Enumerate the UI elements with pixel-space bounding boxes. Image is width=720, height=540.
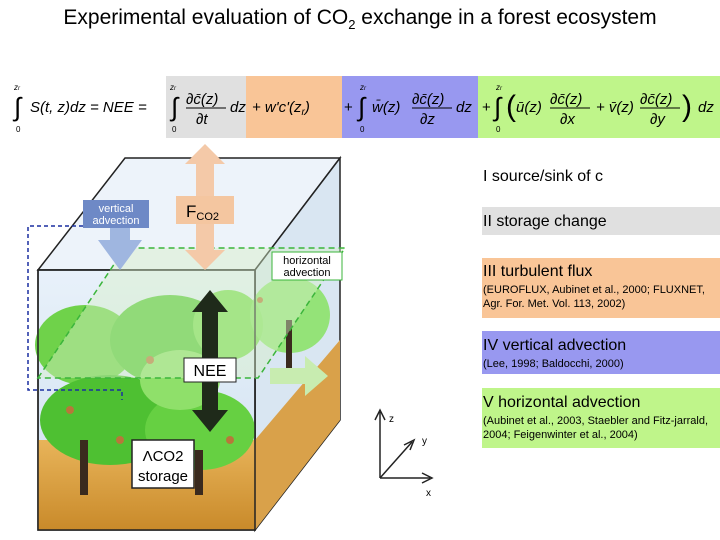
eq-box-turbulent xyxy=(246,76,342,138)
svg-text:∫: ∫ xyxy=(356,92,367,122)
horizontal-advection-label-line2: advection xyxy=(283,267,330,279)
svg-text:ū(z): ū(z) xyxy=(516,99,542,116)
svg-text:∫: ∫ xyxy=(169,92,180,122)
legend-item-turbulent: III turbulent flux (EUROFLUX, Aubinet et… xyxy=(483,263,705,310)
eq-box-storage xyxy=(166,76,246,138)
nee-label: NEE xyxy=(194,363,227,380)
svg-text:zr: zr xyxy=(359,83,367,92)
legend-box-storage xyxy=(482,207,720,235)
svg-text:+ w'c'(zr): + w'c'(zr) xyxy=(252,99,310,118)
nee-label-box xyxy=(183,357,237,383)
svg-text:0: 0 xyxy=(360,125,365,134)
coordinate-axes xyxy=(374,408,434,484)
legend-box-turbulent xyxy=(482,258,720,318)
storage-label-box xyxy=(131,439,195,489)
vertical-advection-label-line2: advection xyxy=(92,215,139,227)
horizontal-advection-label-box xyxy=(271,251,343,281)
svg-text:zr: zr xyxy=(495,83,503,92)
eq-term-vertical: + zr ∫ 0 w̄(z) ∂c̄(z) ∂z dz xyxy=(344,83,472,134)
svg-text:∂c̄(z): ∂c̄(z) xyxy=(550,91,582,108)
storage-label-line2: storage xyxy=(138,468,188,485)
legend-box-vertical xyxy=(482,331,720,374)
eq-term-horizontal: + zr ∫ 0 ( ū(z) ∂c̄(z) ∂x + v̄(z) ∂c̄(z)… xyxy=(482,83,714,134)
legend-box-horizontal xyxy=(482,388,720,448)
svg-text:w̄(z): w̄(z) xyxy=(372,99,400,116)
svg-text:zr: zr xyxy=(13,83,21,92)
svg-text:S(t, z)dz = NEE =: S(t, z)dz = NEE = xyxy=(30,99,147,116)
svg-text:+: + xyxy=(482,99,491,116)
eq-box-vertical xyxy=(342,76,478,138)
eq-term-turbulent: + w'c'(zr) xyxy=(252,99,310,118)
svg-text:∂c̄(z): ∂c̄(z) xyxy=(412,91,444,108)
vertical-advection-arrow xyxy=(98,218,142,270)
svg-text:0: 0 xyxy=(496,125,501,134)
svg-text:+ v̄(z): + v̄(z) xyxy=(596,99,634,116)
legend-item-source-sink: I source/sink of c xyxy=(483,168,604,185)
svg-text:+: + xyxy=(344,99,353,116)
eq-box-horizontal xyxy=(478,76,720,138)
svg-text:0: 0 xyxy=(16,125,21,134)
svg-text:∂z: ∂z xyxy=(420,111,435,128)
svg-text:0: 0 xyxy=(172,125,177,134)
svg-text:(: ( xyxy=(506,90,516,123)
svg-text:∂c̄(z): ∂c̄(z) xyxy=(640,91,672,108)
eq-term-source-sink: zr ∫ 0 S(t, z)dz = NEE = xyxy=(12,83,147,134)
svg-text:∫: ∫ xyxy=(492,92,503,122)
forest-box-diagram: vertical advection FCO2 horizontal advec… xyxy=(27,144,434,533)
svg-text:dz: dz xyxy=(456,99,472,116)
horizontal-advection-arrow xyxy=(270,356,328,396)
slide-title: Experimental evaluation of CO2 exchange … xyxy=(63,6,657,33)
legend-item-vertical: IV vertical advection (Lee, 1998; Baldoc… xyxy=(483,337,627,370)
axis-z-label: z xyxy=(389,414,394,425)
vertical-advection-path xyxy=(27,225,125,400)
svg-text:dz: dz xyxy=(698,99,714,116)
equation: zr ∫ 0 S(t, z)dz = NEE = zr ∫ 0 ∂c̄(z) ∂… xyxy=(12,83,714,134)
storage-label-line1: ΛCO2 xyxy=(143,448,184,465)
svg-text:∂y: ∂y xyxy=(650,111,666,128)
fco2-label-box xyxy=(176,196,234,224)
horizontal-advection-plane xyxy=(36,247,347,379)
vertical-advection-label-line1: vertical xyxy=(99,203,134,215)
axis-y-label: y xyxy=(422,436,427,447)
horizontal-advection-label-line1: horizontal xyxy=(283,255,331,267)
eq-term-storage: zr ∫ 0 ∂c̄(z) ∂t dz xyxy=(169,83,246,134)
svg-text:∫: ∫ xyxy=(12,92,23,122)
svg-text:): ) xyxy=(682,90,692,123)
legend-item-storage: II storage change xyxy=(483,213,607,230)
fco2-label: FCO2 xyxy=(186,202,219,223)
svg-text:zr: zr xyxy=(169,83,177,92)
legend-item-horizontal: V horizontal advection (Aubinet et al., … xyxy=(483,394,709,441)
svg-text:∂t: ∂t xyxy=(196,111,208,128)
svg-text:dz: dz xyxy=(230,99,246,116)
svg-text:∂x: ∂x xyxy=(560,111,575,128)
vertical-advection-label-box xyxy=(83,200,149,228)
axis-x-label: x xyxy=(426,488,431,499)
svg-text:∂c̄(z): ∂c̄(z) xyxy=(186,91,218,108)
